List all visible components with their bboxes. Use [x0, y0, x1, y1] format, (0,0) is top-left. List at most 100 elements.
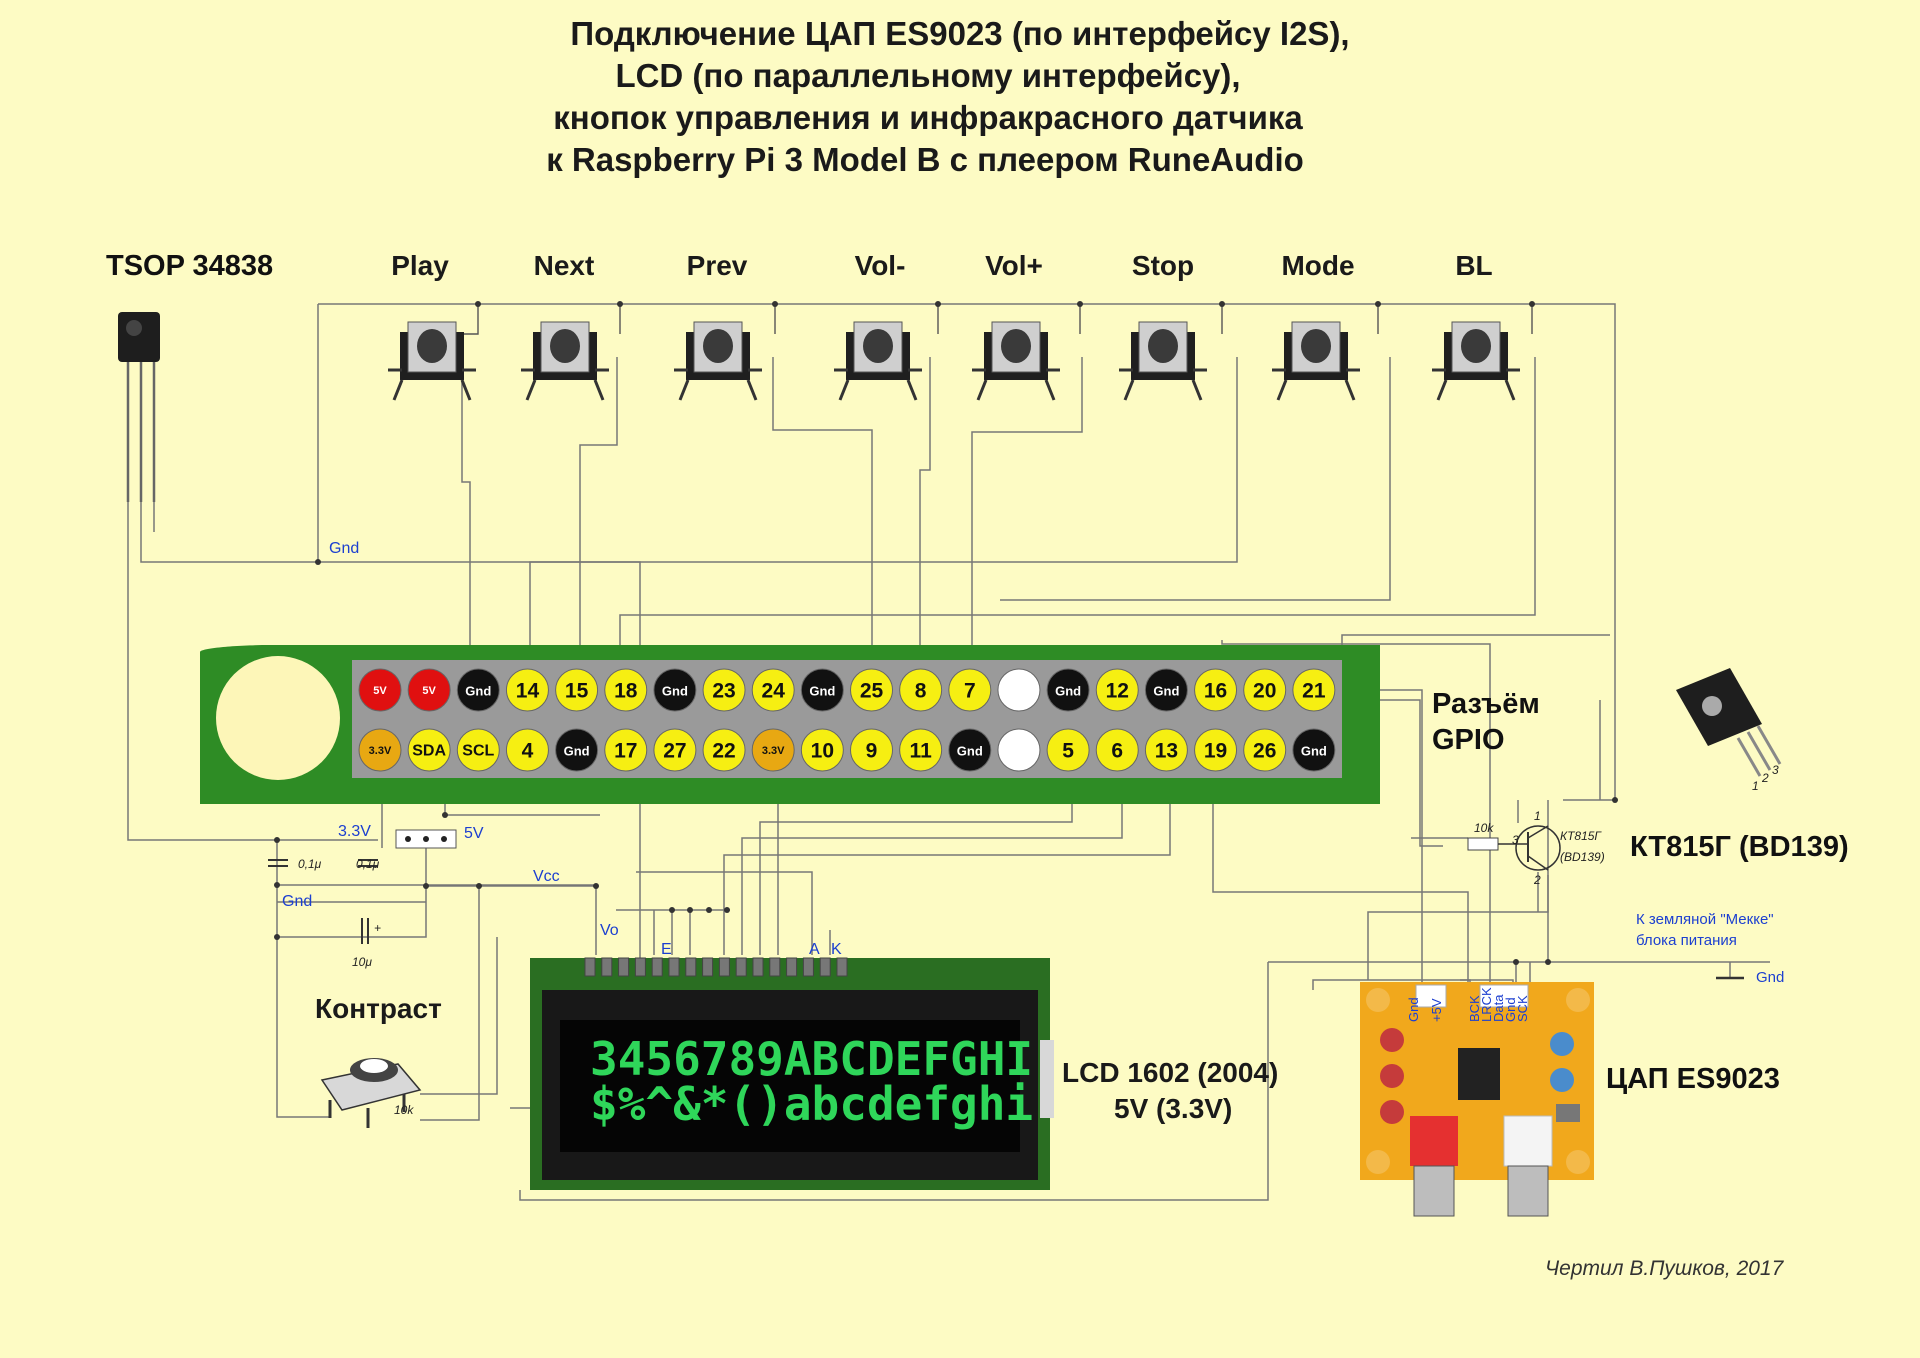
gpio-pin-label: 27 [663, 740, 686, 763]
gpio-pin-bottom-11: 9 [850, 728, 893, 772]
gpio-pin-top-3: Gnd [456, 668, 500, 712]
button-cap [417, 329, 447, 363]
gpio-pin-label: 11 [910, 740, 933, 763]
transistor-section: 1 2 3 10k КТ815Г (BD139) 3 1 2 КТ815Г (B… [1467, 668, 1849, 887]
gpio-pin-label: 26 [1253, 740, 1276, 763]
transistor-emitter-pin: 2 [1533, 873, 1541, 887]
dac-pin-label: Data [1491, 994, 1506, 1022]
gpio-pin-bottom-2: SDA [407, 728, 451, 772]
gpio-pin-label: 21 [1302, 680, 1326, 703]
gpio-pin-label: 24 [762, 680, 786, 703]
ground-note-2: блока питания [1636, 932, 1737, 949]
gpio-pin-bottom-12: 11 [899, 728, 943, 772]
gpio-pin-top-18: 16 [1194, 668, 1238, 712]
cap3-label: 10μ [352, 955, 372, 969]
dac-pin-label: SCK [1515, 995, 1530, 1022]
button-cap [1001, 329, 1031, 363]
gpio-pin-bottom-16: 6 [1095, 728, 1139, 772]
button-label: Vol+ [985, 250, 1043, 281]
lcd-label-2: 5V (3.3V) [1114, 1093, 1232, 1124]
gpio-pin-bottom-9: 3.3V [751, 728, 795, 772]
gpio-pin-bottom-20: Gnd [1292, 728, 1336, 772]
gpio-pin-top-2: 5V [407, 668, 451, 712]
ground-note: К земляной "Мекке" блока питания Gnd [1636, 911, 1784, 986]
lcd-pin [802, 957, 814, 977]
gpio-pin-top-19: 20 [1243, 668, 1287, 712]
gpio-pin-bottom-8: 22 [702, 728, 746, 772]
gpio-header [352, 660, 1342, 778]
lcd-module: 3456789ABCDEFGHI $%^&*()abcdefghi LCD 16… [530, 957, 1278, 1190]
button-cap [1148, 329, 1178, 363]
lcd-pin [668, 957, 680, 977]
button-cap [703, 329, 733, 363]
button-cap [1301, 329, 1331, 363]
gpio-pin-bottom-1: 3.3V [358, 728, 402, 772]
transistor-package: 1 2 3 [1676, 668, 1782, 793]
gpio-pin-label: 8 [915, 680, 927, 703]
gpio-pin-label: SDA [412, 743, 446, 760]
title-line-2: LCD (по параллельному интерфейсу), [615, 57, 1240, 94]
tact-button-7[interactable]: BL [1432, 250, 1520, 401]
gpio-pin-label: Gnd [1055, 684, 1081, 699]
gpio-pin-label: Gnd [662, 684, 688, 699]
lcd-pin [836, 957, 848, 977]
v33-label: 3.3V [338, 823, 371, 840]
gpio-pin-top-5: 15 [555, 668, 599, 712]
diagram-title: Подключение ЦАП ES9023 (по интерфейсу I2… [546, 15, 1349, 178]
lcd-pin [718, 957, 730, 977]
gpio-pin-label: 20 [1253, 680, 1276, 703]
lcd-pin [651, 957, 663, 977]
tact-button-1[interactable]: Next [521, 250, 609, 401]
lcd-line-1: 3456789ABCDEFGHI [590, 1032, 1033, 1086]
gpio-pin-label: 25 [860, 680, 884, 703]
contrast-label: Контраст [315, 993, 442, 1024]
dac-pin-label: BCK [1467, 995, 1482, 1022]
power-section: Gnd 3.3V 5V Vcc Gnd Vo E A K 0,1μ 0,1μ 1… [268, 540, 842, 969]
vcc-label: Vcc [533, 868, 560, 885]
lcd-pin [819, 957, 831, 977]
lcd-pin [702, 957, 714, 977]
gpio-pin-label: 23 [712, 680, 735, 703]
gpio-pin-label: 14 [516, 680, 540, 703]
cap3-plus: + [374, 921, 381, 935]
tact-button-6[interactable]: Mode [1272, 250, 1360, 401]
lcd-line-2: $%^&*()abcdefghi [590, 1077, 1033, 1131]
lcd-k-label: K [831, 941, 842, 958]
gpio-pin-bottom-14 [997, 728, 1041, 772]
lcd-e-label: E [661, 941, 672, 958]
gnd-left-label: Gnd [282, 893, 312, 910]
transistor-label: КТ815Г (BD139) [1630, 831, 1849, 863]
button-label: Play [391, 250, 449, 281]
gpio-pin-label: 7 [964, 680, 976, 703]
tact-button-4[interactable]: Vol+ [972, 250, 1060, 401]
button-label: Stop [1132, 250, 1194, 281]
gpio-pin-top-9: 24 [751, 668, 795, 712]
gpio-pin-label: 16 [1204, 680, 1227, 703]
lcd-pin [752, 957, 764, 977]
lcd-label-1: LCD 1602 (2004) [1062, 1057, 1278, 1088]
transistor-small-1: КТ815Г [1560, 829, 1602, 843]
tact-button-3[interactable]: Vol- [834, 250, 922, 401]
resistor-label: 10k [1474, 821, 1494, 835]
gpio-pin-label: Gnd [1153, 684, 1179, 699]
gpio-pin-top-20: 21 [1292, 668, 1336, 712]
tact-button-5[interactable]: Stop [1119, 250, 1207, 401]
lcd-pin [735, 957, 747, 977]
contrast-value: 10k [394, 1103, 414, 1117]
gpio-pin-top-17: Gnd [1144, 668, 1188, 712]
lcd-a-label: A [809, 941, 820, 958]
title-line-1: Подключение ЦАП ES9023 (по интерфейсу I2… [570, 15, 1349, 52]
dac-pin-label: Gnd [1503, 997, 1518, 1022]
mounting-hole [216, 656, 340, 780]
tact-button-0[interactable]: Play [388, 250, 476, 401]
gpio-pin-top-16: 12 [1095, 668, 1139, 712]
gpio-pin-label: 4 [522, 740, 534, 763]
lcd-pin [769, 957, 781, 977]
dac-pin-label: LRCK [1479, 987, 1494, 1022]
gpio-pin-top-6: 18 [604, 668, 648, 712]
gpio-pin-top-1: 5V [358, 668, 402, 712]
gpio-pin-top-13: 7 [948, 668, 992, 712]
tact-button-2[interactable]: Prev [674, 250, 762, 401]
